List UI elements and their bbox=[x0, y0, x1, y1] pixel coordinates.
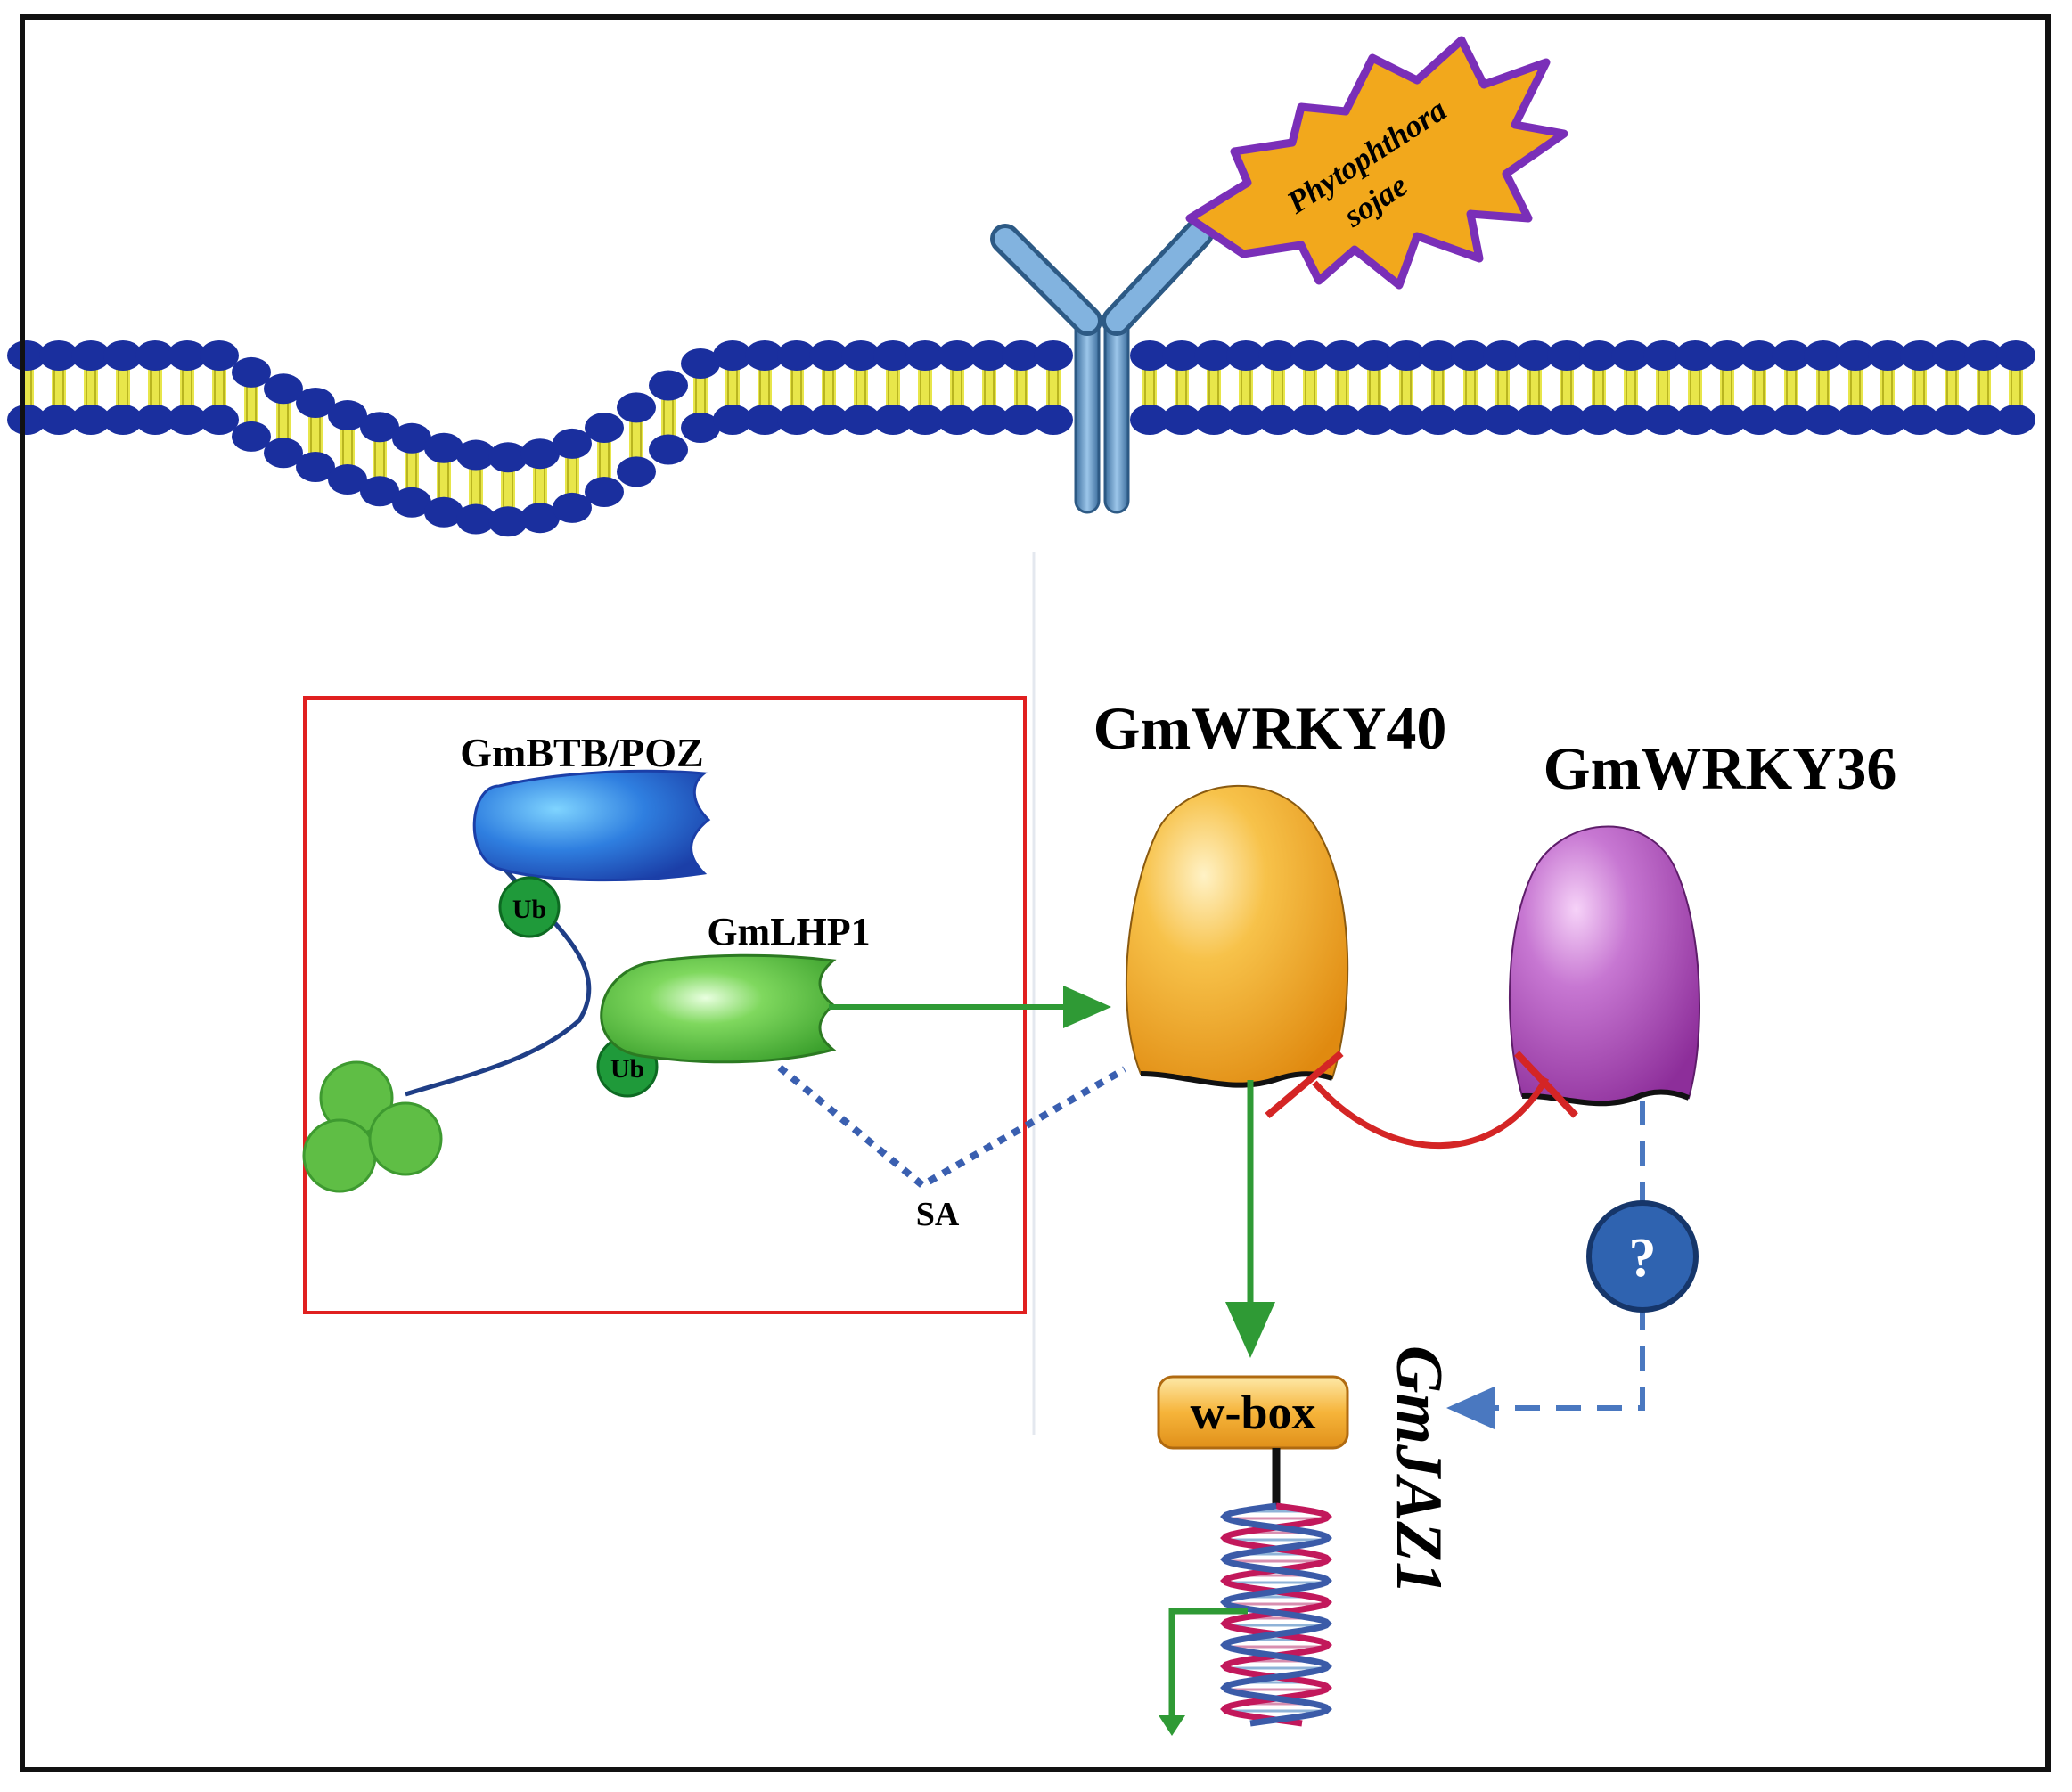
proteasome-cluster bbox=[302, 1060, 443, 1193]
mutual-inhibition bbox=[1265, 1050, 1578, 1150]
ubiquitin-chain-line bbox=[405, 855, 592, 1097]
lhp1-label: GmLHP1 bbox=[707, 910, 870, 953]
sa-label: SA bbox=[916, 1196, 960, 1233]
w-box-element: w-box bbox=[1157, 1375, 1349, 1450]
transcription-start-arrow bbox=[1168, 1608, 1248, 1720]
wrky40-protein: GmWRKY40 bbox=[1093, 694, 1447, 1088]
sa-dotted-connection bbox=[777, 1064, 1126, 1190]
wrky36-label: GmWRKY36 bbox=[1544, 734, 1897, 802]
btb-poz-protein: GmBTB/POZ bbox=[460, 730, 711, 882]
membrane-receptor bbox=[990, 218, 1214, 514]
w-box-label: w-box bbox=[1190, 1386, 1315, 1439]
dna-helix bbox=[1220, 1502, 1332, 1727]
wrky36-protein: GmWRKY36 bbox=[1508, 734, 1897, 1107]
unknown-marker-label: ? bbox=[1629, 1228, 1657, 1289]
ub-tag-1: Ub bbox=[498, 876, 561, 938]
btb-poz-label: GmBTB/POZ bbox=[460, 730, 703, 775]
dashed-path-wrky36-to-jaz1 bbox=[1457, 1101, 1645, 1408]
transcription-arrowhead bbox=[1159, 1715, 1185, 1736]
ub-tag-1-label: Ub bbox=[512, 895, 546, 924]
unknown-mediator: ? bbox=[1586, 1200, 1699, 1313]
ub-tag-2-label: Ub bbox=[610, 1054, 644, 1084]
pathogen-phytophthora: Phytophthora sojae bbox=[1185, 36, 1568, 290]
wrky40-label: GmWRKY40 bbox=[1093, 694, 1447, 762]
lhp1-protein: GmLHP1 bbox=[600, 910, 871, 1064]
cell-membrane bbox=[7, 340, 2035, 537]
jaz1-gene-label: GmJAZ1 bbox=[1382, 1346, 1455, 1595]
